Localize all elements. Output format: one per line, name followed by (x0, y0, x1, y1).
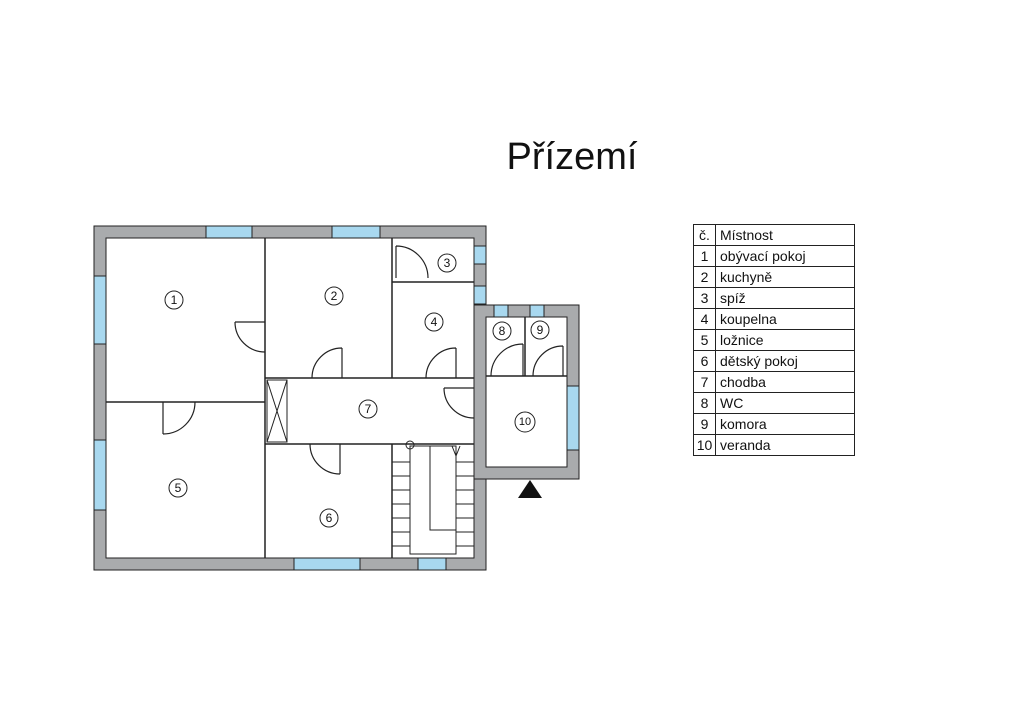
legend-number: 4 (693, 308, 716, 330)
door-room-9 (532, 345, 564, 377)
legend-number: 5 (693, 329, 716, 351)
legend-room-name: veranda (715, 434, 855, 456)
room-number-7: 7 (365, 402, 372, 416)
room-number-8: 8 (499, 324, 506, 338)
legend-room-name: kuchyně (715, 266, 855, 288)
page-title: Přízemí (506, 136, 638, 178)
legend-room-name: komora (715, 413, 855, 435)
room-number-5: 5 (175, 481, 182, 495)
veranda-wall (473, 304, 580, 480)
room-number-9: 9 (537, 323, 544, 337)
legend-number: 10 (693, 434, 716, 456)
door-room-8 (490, 343, 524, 377)
window (473, 285, 487, 305)
windows (93, 225, 580, 571)
window (529, 304, 545, 318)
room-number-10: 10 (519, 416, 531, 428)
legend-number: 1 (693, 245, 716, 267)
window (93, 439, 107, 511)
room-number-6: 6 (326, 511, 333, 525)
staircase (392, 440, 474, 555)
legend-number: 8 (693, 392, 716, 414)
window (493, 304, 509, 318)
legend-header-row: č. Místnost (693, 224, 855, 246)
room-labels (164, 253, 550, 528)
legend-number: 3 (693, 287, 716, 309)
door-corridor-veranda (443, 387, 475, 419)
window (93, 275, 107, 345)
room-number-4: 4 (431, 315, 438, 329)
legend-room-name: spíž (715, 287, 855, 309)
door-room-4 (425, 347, 457, 379)
door-room-6 (309, 443, 341, 475)
window (293, 557, 361, 571)
main-outer-wall (93, 225, 487, 571)
window (331, 225, 381, 239)
entrance-triangle-icon (518, 480, 542, 498)
interior-walls (106, 238, 567, 558)
room-number-2: 2 (331, 289, 338, 303)
legend-room-name: koupelna (715, 308, 855, 330)
legend-room-name: obývací pokoj (715, 245, 855, 267)
legend-room-name: chodba (715, 371, 855, 393)
window (205, 225, 253, 239)
doors (162, 245, 564, 475)
legend-room-name: dětský pokoj (715, 350, 855, 372)
room-number-1: 1 (171, 293, 178, 307)
door-room-2 (311, 347, 343, 379)
door-room-5 (162, 401, 196, 435)
legend-header-number: č. (693, 224, 716, 246)
legend-header-name: Místnost (715, 224, 855, 246)
legend-room-name: ložnice (715, 329, 855, 351)
legend-number: 9 (693, 413, 716, 435)
corridor-cabinet (266, 379, 288, 443)
door-room-3 (395, 245, 429, 279)
legend-room-name: WC (715, 392, 855, 414)
legend-number: 2 (693, 266, 716, 288)
window (566, 385, 580, 451)
legend-number: 6 (693, 350, 716, 372)
window (473, 245, 487, 265)
door-room-1 (234, 321, 266, 353)
room-number-3: 3 (444, 256, 451, 270)
legend-number: 7 (693, 371, 716, 393)
window (417, 557, 447, 571)
